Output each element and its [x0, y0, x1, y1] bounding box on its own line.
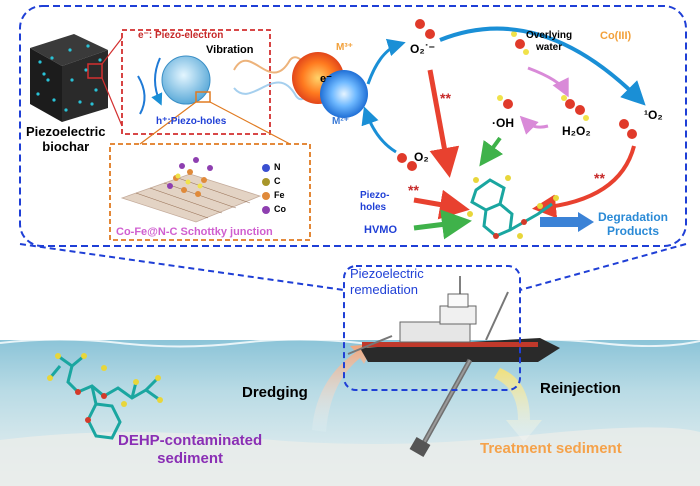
graphene-sheet [120, 173, 262, 223]
dredging-label: Dredging [242, 384, 308, 401]
degradation-label: Degradation Products [598, 210, 669, 238]
arrow-e-to-superoxide [366, 38, 406, 85]
piezo-particle [161, 55, 211, 105]
arrow-hvmo-attack [413, 209, 472, 240]
dredging-arrow [312, 344, 374, 432]
stars-holes: ** [408, 182, 419, 198]
metal-cluster [167, 157, 213, 197]
treatment-label: Treatment sediment [480, 440, 622, 457]
arrow-o2-to-m2 [361, 106, 397, 154]
sediment-bed [0, 427, 700, 486]
stars-superoxide: ** [440, 90, 451, 106]
schottky-line-1 [139, 101, 197, 145]
connector-left [19, 243, 345, 291]
singlet-o2-molecule [619, 119, 637, 139]
stars-singlet: ** [594, 170, 605, 186]
hydroxyl-molecule [497, 95, 513, 109]
biochar-cube [30, 34, 108, 122]
legend-label-fe: Fe [274, 190, 285, 200]
zoom-box [121, 29, 271, 135]
piezo-electron-label: e⁻: Piezo-electron [138, 30, 224, 41]
oxygen-label: O₂ [414, 150, 429, 164]
sea-surface-line [0, 338, 700, 348]
hydroxyl-label: ·OH [492, 116, 514, 130]
legend-dot-n [262, 164, 270, 172]
schottky-line-2 [209, 101, 291, 145]
arrow-to-products-head [578, 212, 594, 232]
m3-label: M³⁺ [336, 42, 353, 53]
overlying-water-label: Overlying water [526, 30, 573, 53]
arrow-h2o2-to-oh [519, 115, 549, 135]
o2-molecule-top [415, 19, 435, 39]
water-molecule [511, 31, 529, 55]
hvmo-label: HVMO [364, 224, 397, 236]
piezo-holes-short-label: Piezo- holes [360, 190, 390, 213]
piezo-holes-label: h⁺:Piezo-holes [156, 116, 227, 127]
h2o2-label: H₂O₂ [562, 124, 591, 138]
arrow-singlet-attack [532, 145, 636, 219]
schottky-label: Co-Fe@N-C Schottky junction [116, 226, 273, 238]
vibration-label: Vibration [206, 44, 254, 56]
singlet-oxygen-label: ¹O₂ [644, 108, 663, 122]
dredging-vessel [347, 276, 560, 458]
arrow-holes-attack [413, 189, 470, 220]
connector-right [519, 243, 687, 291]
reinjection-arrow [494, 368, 542, 442]
legend-dot-fe [262, 192, 270, 200]
remediation-box [343, 265, 521, 391]
superoxide-label: O₂˙⁻ [410, 42, 435, 56]
vibration-arrow-left [151, 57, 163, 106]
dehp-molecule-panel [467, 175, 559, 239]
legend-dot-c [262, 178, 270, 186]
legend-label-n: N [274, 162, 281, 172]
m2-particle [320, 70, 368, 118]
arrow-oh-attack [479, 136, 504, 167]
zoom-line-1 [101, 37, 123, 65]
cobalt-label: Co(III) [600, 30, 632, 42]
schottky-box [109, 143, 311, 241]
vibration-arrow-right [137, 75, 146, 115]
electron-label: e⁻ [320, 73, 332, 85]
legend-dot-co [262, 206, 270, 214]
legend-label-co: Co [274, 204, 286, 214]
m2-label: M²⁺ [332, 116, 349, 127]
dehp-molecule [47, 353, 163, 440]
biochar-label: Piezoelectric biochar [26, 124, 106, 154]
arrow-superoxide-to-singlet [439, 26, 646, 106]
arrow-water-to-h2o2 [527, 66, 569, 98]
reinjection-label: Reinjection [540, 380, 621, 397]
arrow-superoxide-attack [427, 69, 460, 178]
contaminated-label: DEHP-contaminated sediment [118, 432, 263, 467]
zoom-line-2 [101, 77, 123, 127]
legend-label-c: C [274, 176, 281, 186]
remediation-label: Piezoelectric remediation [350, 266, 424, 297]
junction-marker [195, 91, 211, 103]
o2-molecule-bottom [397, 153, 417, 171]
